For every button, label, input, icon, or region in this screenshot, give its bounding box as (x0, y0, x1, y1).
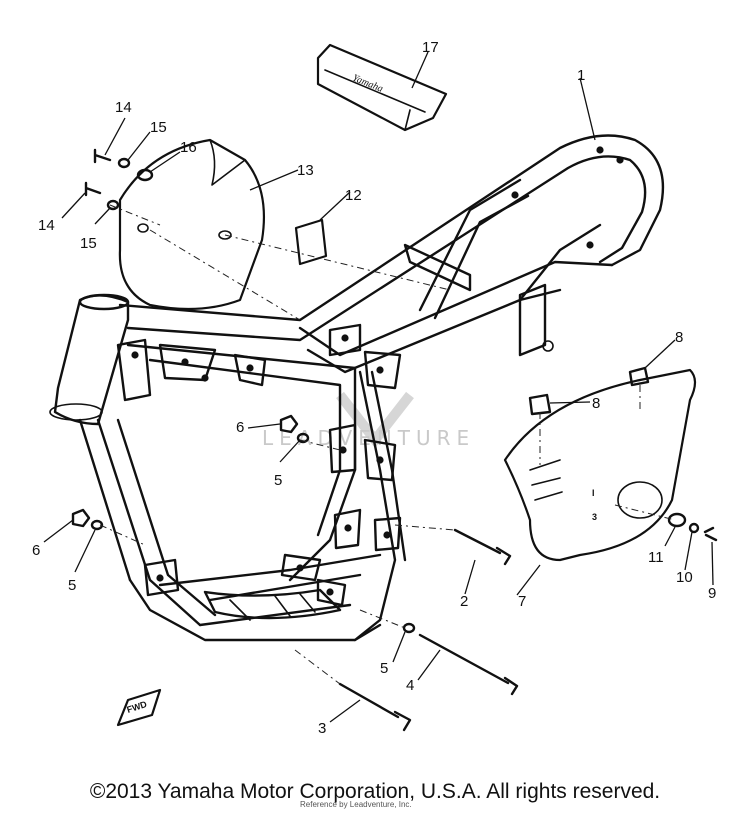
copyright-notice: ©2013 Yamaha Motor Corporation, U.S.A. A… (89, 780, 661, 803)
callout-17: 17 (422, 39, 439, 56)
callout-6-a: 6 (236, 419, 244, 436)
part-7-side-cover: I 3 (503, 368, 697, 562)
callout-14-a: 14 (115, 99, 132, 116)
callout-1: 1 (577, 67, 585, 84)
callout-10: 10 (676, 569, 693, 586)
callout-13: 13 (297, 162, 314, 179)
callout-14-b: 14 (38, 217, 55, 234)
callout-15-a: 15 (150, 119, 167, 136)
part-12-plate (294, 218, 328, 266)
callout-7: 7 (518, 593, 526, 610)
callout-9: 9 (708, 585, 716, 602)
callout-3: 3 (318, 720, 326, 737)
fwd-arrow: FWD (116, 688, 162, 727)
callout-4: 4 (406, 677, 414, 694)
fasteners (71, 148, 718, 732)
callout-2: 2 (460, 593, 468, 610)
callout-6-b: 6 (32, 542, 40, 559)
frame-exploded-diagram: LEADVENTURE Yamaha (32, 39, 718, 737)
callout-8-a: 8 (675, 329, 683, 346)
callout-5-c: 5 (380, 660, 388, 677)
assembly-lines (99, 204, 676, 685)
callout-12: 12 (345, 187, 362, 204)
part-1-frame (49, 134, 665, 642)
leader-lines (43, 51, 714, 723)
callout-5-b: 5 (68, 577, 76, 594)
part-13-side-cover (118, 138, 265, 311)
callout-labels: 1 2 3 4 5 5 5 6 6 7 8 8 9 10 11 12 13 14… (32, 39, 716, 737)
svg-text:I: I (592, 488, 595, 498)
source-note: Reference by Leadventure, Inc. (300, 800, 412, 809)
callout-5-a: 5 (274, 472, 282, 489)
svg-text:3: 3 (592, 512, 597, 522)
callout-8-b: 8 (592, 395, 600, 412)
callout-16: 16 (180, 139, 197, 156)
callout-11: 11 (648, 549, 664, 566)
part-17-tool-bag: Yamaha (316, 43, 448, 132)
callout-15-b: 15 (80, 235, 97, 252)
